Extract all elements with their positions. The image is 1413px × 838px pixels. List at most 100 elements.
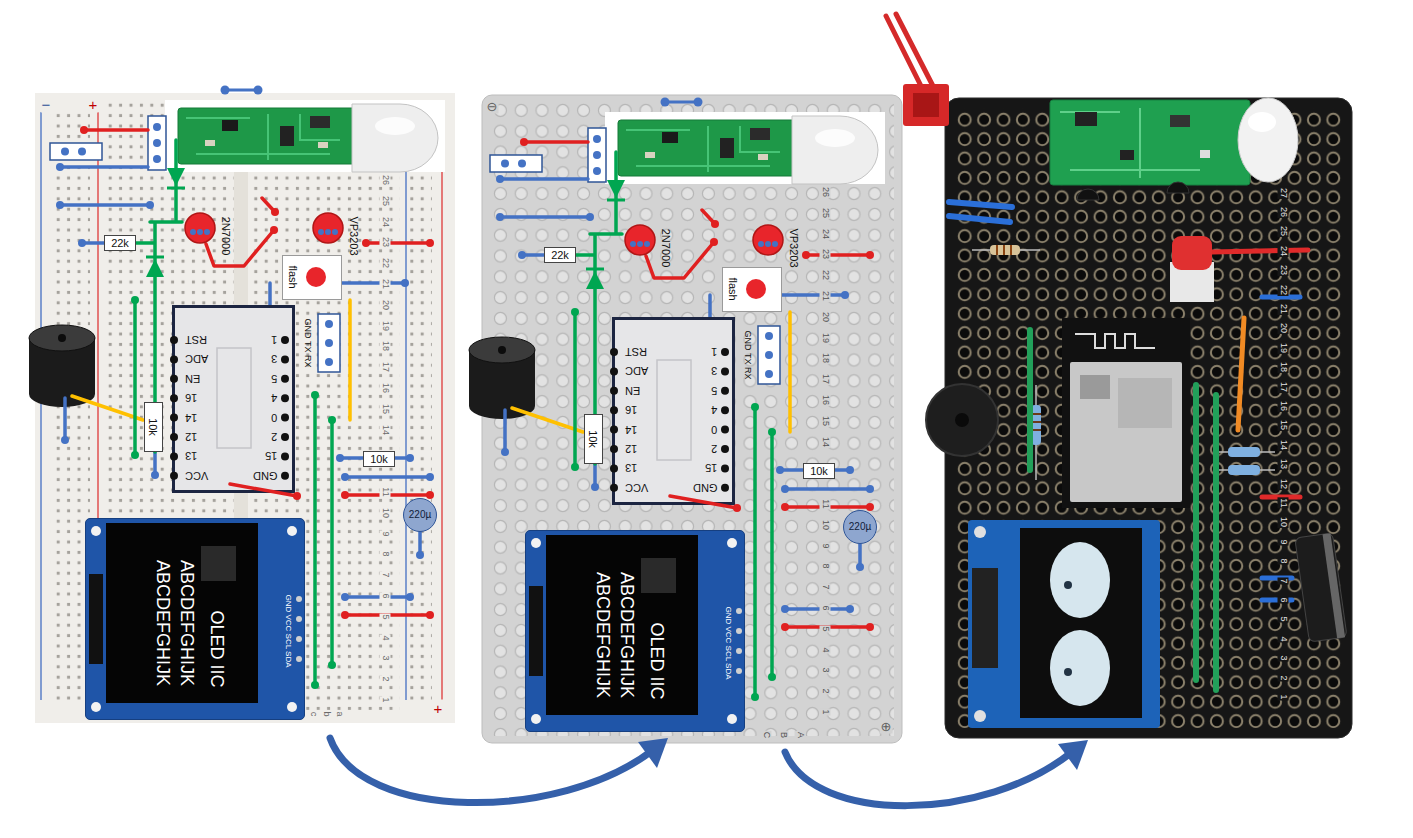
- pin-name: 5: [711, 384, 717, 397]
- photo-board: [1080, 375, 1110, 399]
- screen-block: [641, 558, 676, 593]
- row-number: 5: [820, 625, 831, 632]
- flow-arrow: [785, 752, 1072, 806]
- pin-dot: [610, 406, 618, 414]
- row-number: 24: [380, 216, 391, 228]
- mounting-hole: [287, 526, 297, 536]
- screen-block: [201, 546, 236, 581]
- row-number: 7: [1278, 577, 1289, 584]
- breadboard: [35, 93, 455, 723]
- display-text: OLED IIC: [648, 622, 666, 699]
- photo-board: [1295, 533, 1347, 642]
- resistor-value: 10k: [810, 465, 828, 478]
- row-number: 5: [380, 613, 391, 620]
- photo-board: [1118, 378, 1172, 428]
- capacitor: 220µ: [403, 498, 437, 532]
- column-letter: a: [334, 710, 345, 717]
- esp8266-module: RSTADCEN16141213VCC13540215GND: [612, 317, 735, 505]
- pin-name: 4: [271, 392, 277, 405]
- photo-board: [1050, 100, 1250, 185]
- pin-dot: [758, 241, 764, 247]
- row-number: 26: [820, 186, 831, 198]
- row-number: 15: [380, 403, 391, 415]
- column-letter: B: [778, 731, 789, 739]
- photo-board: [949, 202, 1012, 222]
- photo-board: [1228, 447, 1260, 457]
- display-text: OLED IIC: [208, 610, 226, 687]
- pin-dot: [281, 433, 289, 441]
- button-label: flash: [727, 277, 740, 300]
- resistor-value: 22k: [551, 249, 569, 262]
- pin-dot: [721, 464, 729, 472]
- mounting-hole: [91, 702, 101, 712]
- row-number: 24: [820, 228, 831, 240]
- photo-board: [997, 245, 1011, 255]
- pin-name: 1: [711, 346, 717, 359]
- pin-name: 16: [185, 392, 197, 405]
- row-number: 4: [1278, 635, 1289, 642]
- mounting-hole: [727, 538, 737, 548]
- pin-dot: [325, 339, 333, 347]
- row-number: 6: [380, 592, 391, 599]
- row-number: 6: [1278, 596, 1289, 603]
- row-number: 11: [380, 486, 391, 497]
- photo-board: [1167, 182, 1189, 193]
- flash-button: flash: [282, 255, 342, 300]
- pin-name: 14: [185, 411, 197, 424]
- pin-dot: [170, 433, 178, 441]
- rail-sign: −: [41, 96, 52, 113]
- pin-name: 2: [711, 443, 717, 456]
- pin-name: 12: [185, 431, 197, 444]
- row-number: 14: [380, 424, 391, 436]
- row-number: 9: [380, 530, 391, 537]
- pin-names: GND TX RX: [743, 331, 753, 380]
- component-shape: [752, 224, 784, 256]
- photo-board: [945, 98, 1352, 738]
- row-number: 26: [380, 174, 391, 186]
- part-number: 2N7000: [660, 229, 673, 268]
- pin-dot: [721, 406, 729, 414]
- row-number: 21: [820, 290, 831, 302]
- row-number: 22: [1278, 284, 1289, 296]
- rail-sign: ⊖: [486, 99, 499, 114]
- display-text: GND VCC SCL SDA: [724, 606, 732, 679]
- pin-dot: [765, 332, 773, 340]
- pin-name: ADC: [185, 353, 208, 366]
- transistor: VP3203: [752, 224, 784, 256]
- flash-button: flash: [722, 267, 782, 312]
- pin-dot: [610, 464, 618, 472]
- photo-board: [1172, 236, 1212, 270]
- column-letter: b: [321, 710, 332, 717]
- pin-dot: [170, 375, 178, 383]
- row-number: 21: [1278, 303, 1289, 315]
- photo-board: [913, 93, 939, 117]
- pin-dot: [318, 229, 324, 235]
- pin-dot: [765, 370, 773, 378]
- row-number: 17: [820, 373, 831, 385]
- photo-board: [886, 14, 1352, 738]
- pin-hole: [296, 616, 302, 622]
- photo-board: [1212, 250, 1308, 252]
- photo-board: [1238, 98, 1298, 182]
- row-number: 12: [1278, 478, 1289, 490]
- row-number: 9: [820, 542, 831, 549]
- breadboard: [105, 100, 400, 710]
- mounting-hole: [727, 714, 737, 724]
- row-number: 17: [380, 361, 391, 373]
- row-number: 18: [380, 340, 391, 352]
- row-number: 13: [1278, 458, 1289, 470]
- pin-name: 12: [625, 443, 637, 456]
- resistor: 10k: [144, 402, 163, 452]
- row-number: 16: [380, 382, 391, 394]
- pin-dot: [637, 241, 643, 247]
- pin-name: 1: [271, 334, 277, 347]
- component-shape: [184, 212, 216, 244]
- row-number: 10: [820, 519, 831, 531]
- part-number: 2N7000: [220, 217, 233, 256]
- row-number: 2: [380, 676, 391, 683]
- row-number: 25: [1278, 225, 1289, 237]
- pin-dot: [281, 375, 289, 383]
- wire-end: [733, 504, 741, 512]
- pin-dot: [332, 229, 338, 235]
- row-number: 19: [820, 332, 831, 344]
